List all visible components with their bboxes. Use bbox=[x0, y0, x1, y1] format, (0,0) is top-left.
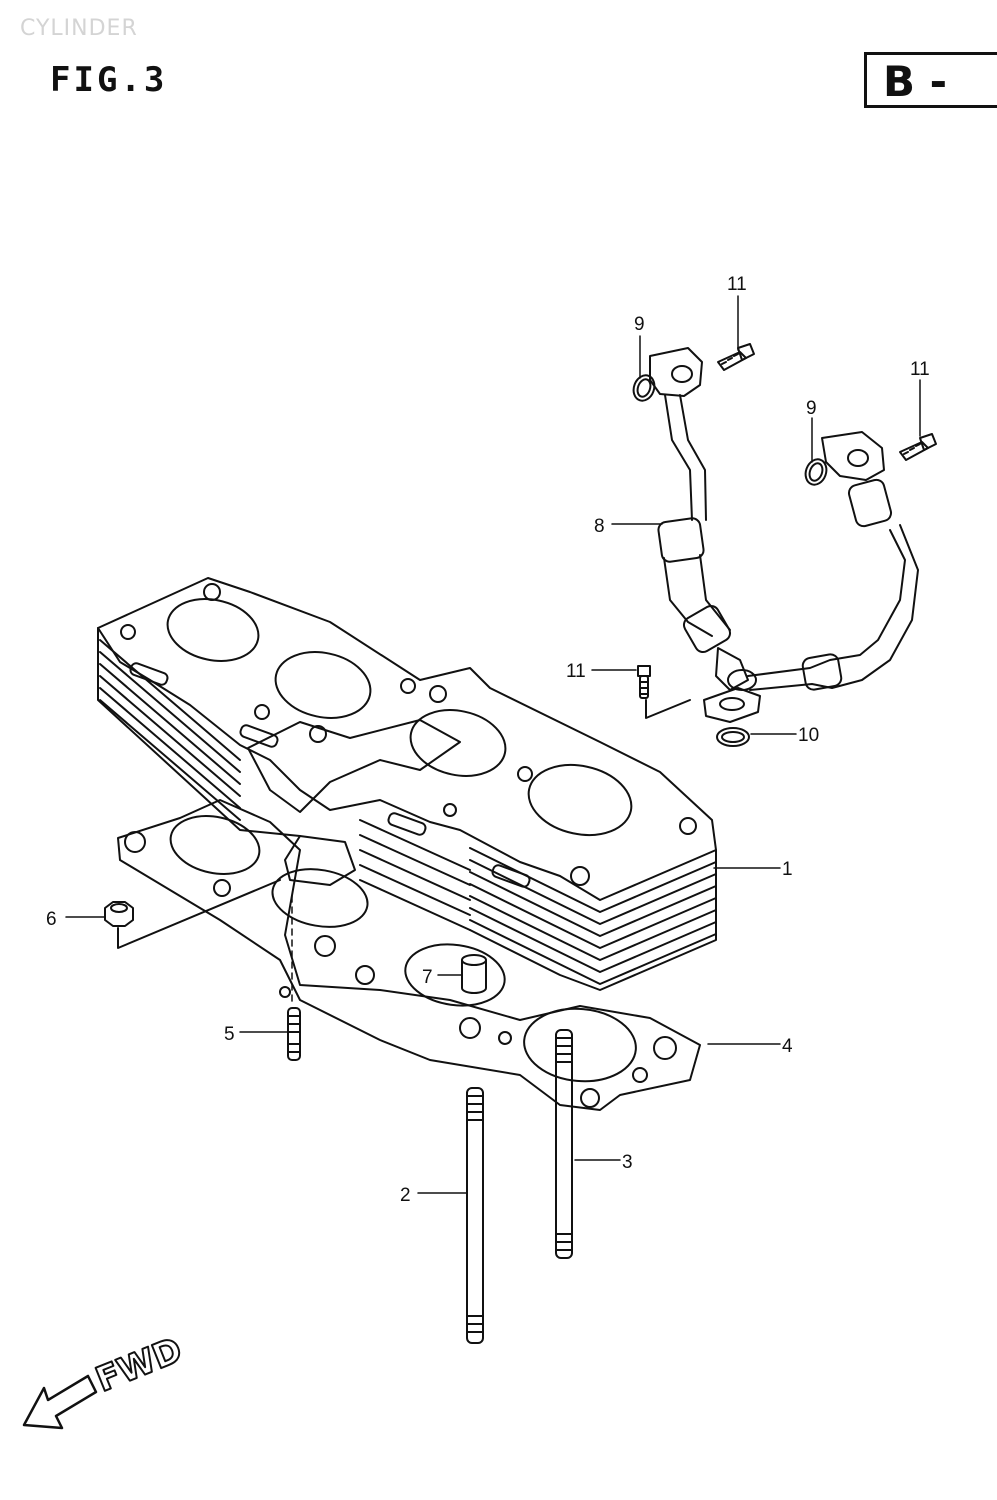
callout-7: 7 bbox=[422, 967, 433, 988]
stud-bolt-long bbox=[466, 1087, 484, 1344]
leader-lines bbox=[65, 295, 921, 1194]
watermark: CYLINDER bbox=[20, 16, 138, 41]
dowel-pin bbox=[461, 954, 487, 994]
sealing-washer-lower bbox=[716, 727, 750, 747]
bolt-lower bbox=[637, 665, 691, 719]
callout-9a: 9 bbox=[634, 314, 645, 335]
callout-11c: 11 bbox=[566, 661, 586, 682]
bolt-upper-left bbox=[717, 343, 755, 371]
bolt-upper-right bbox=[899, 433, 937, 461]
callout-3: 3 bbox=[622, 1152, 633, 1173]
nut bbox=[104, 879, 281, 949]
callout-labels: 1 2 3 4 5 6 7 8 9 9 10 11 11 11 bbox=[46, 274, 930, 1206]
callout-8: 8 bbox=[594, 516, 605, 537]
callout-2: 2 bbox=[400, 1185, 411, 1206]
callout-9b: 9 bbox=[806, 398, 817, 419]
callout-5: 5 bbox=[224, 1024, 235, 1045]
cylinder-block bbox=[97, 577, 717, 991]
section-code-box: B - bbox=[864, 52, 997, 108]
sealing-washer-upper-left bbox=[632, 374, 656, 402]
callout-10: 10 bbox=[798, 725, 819, 746]
forward-direction-arrow: FWD bbox=[22, 1329, 189, 1430]
stud-bolt-medium bbox=[555, 1029, 573, 1259]
callout-11b: 11 bbox=[910, 359, 930, 380]
figure-title: FIG.3 bbox=[50, 60, 168, 100]
callout-4: 4 bbox=[782, 1036, 793, 1057]
fwd-label: FWD bbox=[90, 1330, 187, 1400]
callout-11a: 11 bbox=[727, 274, 747, 295]
stud-short bbox=[287, 1007, 301, 1061]
sealing-washer-upper-right bbox=[804, 458, 828, 486]
callout-6: 6 bbox=[46, 909, 57, 930]
cylinder-base-gasket bbox=[117, 799, 701, 1111]
oil-hose-assembly bbox=[649, 347, 919, 723]
section-code: B - bbox=[883, 57, 948, 106]
callout-1: 1 bbox=[782, 859, 793, 880]
